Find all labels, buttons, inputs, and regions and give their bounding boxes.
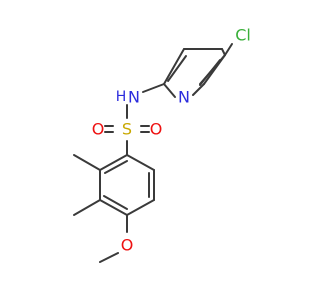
bond	[99, 154, 128, 171]
bond	[199, 54, 226, 85]
bonds	[73, 43, 233, 263]
bond	[104, 160, 128, 174]
bond	[167, 55, 187, 82]
bond	[126, 154, 155, 171]
methoxy-oxygen-label: O	[121, 236, 134, 255]
bond	[103, 195, 128, 210]
amine-nitrogen-label: N	[128, 88, 140, 107]
bond	[73, 199, 101, 216]
bond	[99, 252, 119, 263]
bond	[163, 48, 185, 85]
sulfonyl-oxygen-right-label: O	[150, 120, 163, 139]
amine-hydrogen-label: H	[116, 89, 127, 105]
bond	[73, 154, 101, 171]
bond	[224, 43, 233, 56]
molecule-structure: Cl N N H S O O O	[73, 26, 251, 263]
sulfonyl-oxygen-left-label: O	[92, 120, 105, 139]
pyridine-nitrogen-label: N	[178, 88, 190, 107]
bond	[126, 199, 155, 216]
bond	[99, 199, 128, 216]
atom-labels: Cl N N H S O O O	[92, 26, 251, 255]
chlorine-atom-label: Cl	[235, 26, 251, 45]
bond	[142, 83, 165, 93]
sulfur-atom-label: S	[122, 120, 132, 139]
bond	[192, 83, 205, 96]
bond	[163, 83, 176, 98]
